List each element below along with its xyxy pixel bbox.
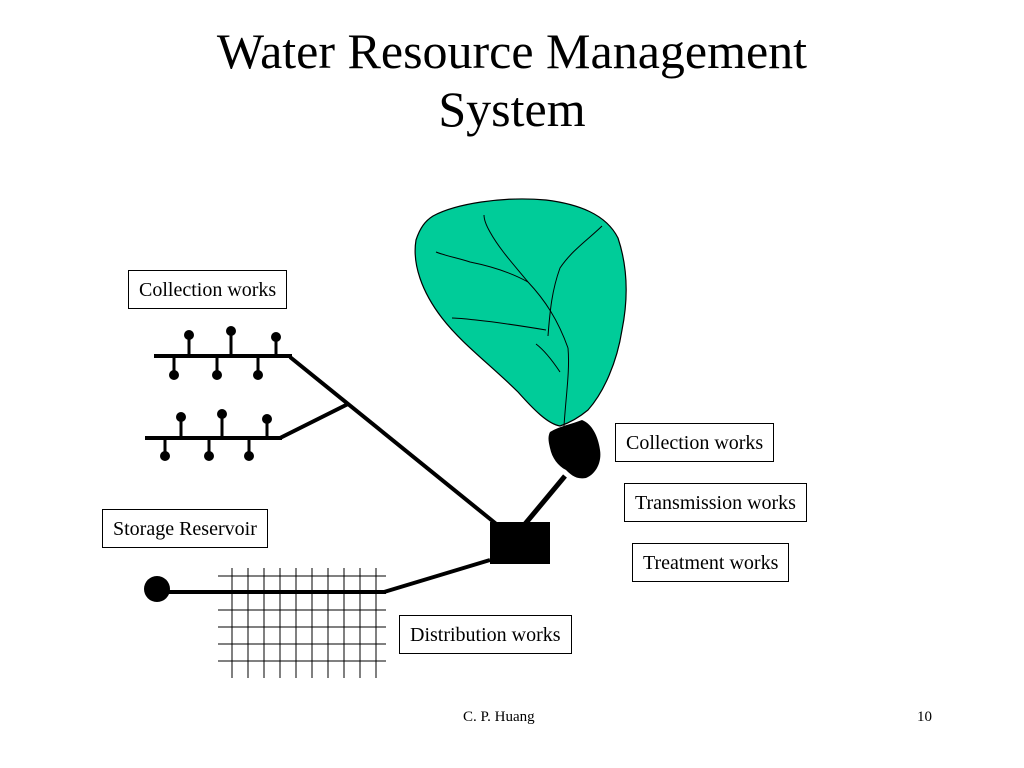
distribution-main-diagonal	[383, 558, 491, 594]
well-point	[271, 332, 281, 342]
watershed-streams	[435, 214, 603, 427]
stream-4	[435, 251, 529, 283]
label-treatment-works: Treatment works	[632, 543, 790, 582]
well-point	[169, 370, 179, 380]
well-point	[176, 412, 186, 422]
footer-page-number: 10	[917, 709, 932, 725]
well-field-lower	[145, 409, 282, 461]
intake-structure	[548, 420, 601, 479]
label-collection-works-right: Collection works	[615, 423, 775, 462]
well-point	[226, 326, 236, 336]
distribution-grid	[218, 568, 386, 678]
label-transmission-works: Transmission works	[624, 483, 807, 522]
stream-1	[563, 347, 570, 427]
treatment-plant	[490, 522, 550, 564]
collection-main-lower	[279, 402, 349, 440]
transmission-main	[518, 474, 567, 532]
label-distribution-works: Distribution works	[399, 615, 572, 654]
slide-title-line-2: System	[438, 81, 586, 137]
slide-title: Water Resource Management System	[0, 22, 1024, 138]
well-point	[160, 451, 170, 461]
well-point	[212, 370, 222, 380]
collection-main-upper	[288, 355, 502, 529]
label-storage-reservoir: Storage Reservoir	[102, 509, 268, 548]
well-point	[262, 414, 272, 424]
well-field-upper	[154, 326, 292, 380]
label-collection-works-left: Collection works	[128, 270, 288, 309]
well-point	[244, 451, 254, 461]
watershed-shape	[414, 198, 627, 427]
well-point	[217, 409, 227, 419]
slide-title-line-1: Water Resource Management	[216, 23, 808, 79]
well-point	[184, 330, 194, 340]
footer-author: C. P. Huang	[463, 709, 535, 725]
well-point	[204, 451, 214, 461]
well-point	[253, 370, 263, 380]
stream-2	[483, 214, 569, 349]
stream-6	[535, 343, 561, 373]
stream-3	[547, 225, 603, 337]
storage-reservoir-symbol	[144, 576, 170, 602]
stream-5	[451, 317, 547, 331]
